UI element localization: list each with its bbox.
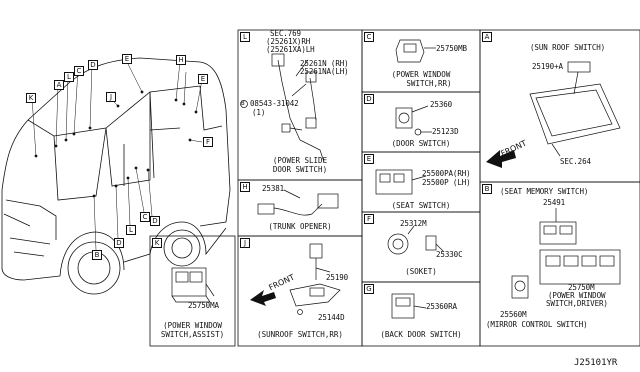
panel-B-tag: B <box>482 184 492 194</box>
callout-K: K <box>26 93 36 103</box>
callout-E-2: E <box>198 74 208 84</box>
panel-L-parts <box>240 53 325 163</box>
panel-B-part-3: 25560M <box>500 310 527 319</box>
panel-F-part-2: 25330C <box>436 250 463 259</box>
panel-L-caption-1: (POWER SLIDE <box>272 156 328 165</box>
panel-A-title: (SUN ROOF SWITCH) <box>530 43 606 52</box>
panel-B-caption-3: (MIRROR CONTROL SWITCH) <box>486 320 588 329</box>
callout-E: E <box>122 54 132 64</box>
panel-E-caption: (SEAT SWITCH) <box>391 201 451 210</box>
panel-C-parts <box>395 39 436 63</box>
panel-J-front-arrow <box>250 290 276 306</box>
panel-F-part-1: 25312M <box>400 219 427 228</box>
panel-K-caption-2: SWITCH,ASSIST) <box>160 330 225 339</box>
callout-B: B <box>92 250 102 260</box>
callout-D-2: D <box>114 238 124 248</box>
callout-L-2: L <box>126 225 136 235</box>
callout-F: F <box>203 137 213 147</box>
panel-A-parts <box>529 61 621 157</box>
callout-A: A <box>54 80 64 90</box>
panel-H-caption: (TRUNK OPENER) <box>268 222 332 231</box>
panel-C-caption-2: SWITCH,RR) <box>406 79 452 88</box>
panel-H-tag: H <box>240 182 250 192</box>
panel-F-parts <box>387 225 445 255</box>
panel-L-screw-qty: (1) <box>252 108 266 117</box>
panel-B-caption-1: (POWER WINDOW <box>548 291 606 300</box>
panel-K-caption-1: (POWER WINDOW <box>163 321 222 330</box>
panel-K-part: 25750MA <box>188 301 219 310</box>
panel-A-part: 25190+A <box>532 62 563 71</box>
panel-B-title: (SEAT MEMORY SWITCH) <box>500 187 589 196</box>
panel-F-caption: (SOKET) <box>405 267 437 276</box>
panel-G-parts <box>391 293 427 319</box>
panel-D-part-2: 25123D <box>432 127 459 136</box>
panel-B-parts <box>511 208 621 299</box>
callout-C: C <box>74 66 84 76</box>
panel-C-caption-1: (POWER WINDOW <box>391 70 451 79</box>
panel-B-part-2: 25750M <box>568 283 595 292</box>
panel-J-parts <box>289 243 341 315</box>
panel-K-tag: K <box>152 238 162 248</box>
callout-H: H <box>176 55 186 65</box>
panel-E-part-rh: 25500PA(RH) <box>422 169 471 178</box>
panel-L-sec: SEC.769 <box>270 29 301 38</box>
panel-D-part-1: 25360 <box>430 100 453 109</box>
panel-A-sec: SEC.264 <box>560 157 591 166</box>
panel-G-part: 25360RA <box>426 302 457 311</box>
panel-L-screw-prefix: B <box>241 100 245 107</box>
callout-C-2: C <box>140 212 150 222</box>
panel-K-border <box>149 235 236 347</box>
panel-D-caption: (DOOR SWITCH) <box>391 139 451 148</box>
panel-D-parts <box>395 105 432 136</box>
panel-K-parts <box>171 267 215 303</box>
panel-D-tag: D <box>364 94 374 104</box>
panel-L-part-lh: 25261NA(LH) <box>300 67 349 76</box>
panel-A-tag: A <box>482 32 492 42</box>
callout-L: L <box>64 72 74 82</box>
callout-D-3: D <box>150 216 160 226</box>
panel-L-part-rh: 25261N (RH) <box>300 59 349 68</box>
panel-H-parts <box>257 189 339 216</box>
callout-D: D <box>88 60 98 70</box>
panel-J-tag: J <box>240 238 250 248</box>
panel-J-part-2: 25144D <box>318 313 345 322</box>
panel-B-part-1: 25491 <box>543 198 566 207</box>
panel-E-parts <box>375 169 427 195</box>
callout-J: J <box>106 92 116 102</box>
panel-L-tag: L <box>240 32 250 42</box>
panel-L-sec-lh: (25261XA)LH <box>266 45 315 54</box>
panel-G-tag: G <box>364 284 374 294</box>
panel-B-caption-2: SWITCH,DRIVER) <box>546 299 608 308</box>
panel-L-caption-2: DOOR SWITCH) <box>272 165 328 174</box>
panel-C-tag: C <box>364 32 374 42</box>
panel-C-part: 25750MB <box>436 44 467 53</box>
panel-B-border <box>479 181 640 347</box>
panel-G-caption: (BACK DOOR SWITCH) <box>380 330 462 339</box>
panel-A-front-arrow <box>486 150 516 168</box>
panel-L-sec-rh: (25261X)RH <box>266 37 311 46</box>
panel-J-part-1: 25190 <box>326 273 349 282</box>
panel-E-part-lh: 25500P (LH) <box>422 178 471 187</box>
panel-J-caption: (SUNROOF SWITCH,RR) <box>257 330 343 339</box>
panel-E-tag: E <box>364 154 374 164</box>
panel-F-tag: F <box>364 214 374 224</box>
panel-L-screw-number: 08543-31042 <box>250 99 299 108</box>
diagram-reference: J25101YR <box>574 358 618 368</box>
panel-H-part: 25381 <box>262 184 285 193</box>
vehicle-outline <box>1 57 231 295</box>
